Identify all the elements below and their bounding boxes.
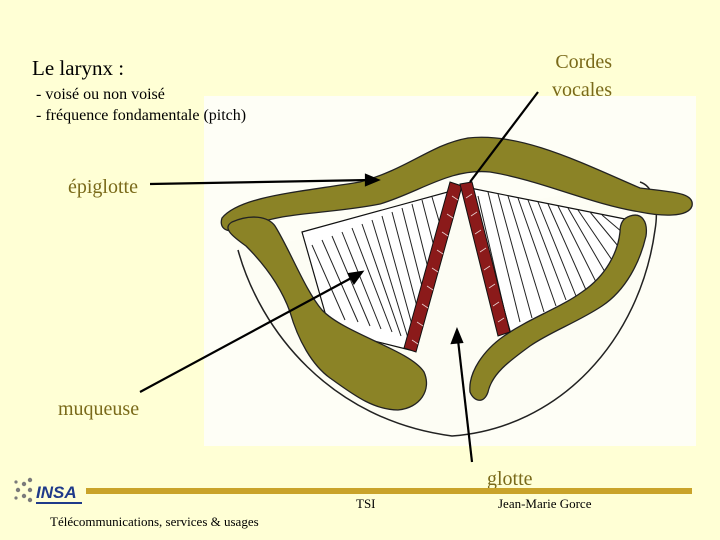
epiglottis-shape xyxy=(220,136,693,232)
cordes-label-line1: Cordes xyxy=(555,51,612,73)
left-arytenoid-shape xyxy=(227,216,428,411)
epiglotte-arrowhead xyxy=(364,173,381,187)
glotte-pointer xyxy=(456,339,474,463)
footer-rule xyxy=(86,488,692,494)
muqueuse-arrowhead xyxy=(347,270,365,286)
glotte-label: glotte xyxy=(487,468,533,490)
right-vocal-cord xyxy=(459,181,511,337)
right-arytenoid-shape xyxy=(469,214,648,401)
bullet-list: - voisé ou non voisé - fréquence fondame… xyxy=(36,84,246,126)
epiglotte-pointer xyxy=(149,178,371,186)
muqueuse-label: muqueuse xyxy=(58,398,140,420)
footer-author: Jean-Marie Gorce xyxy=(498,496,592,511)
footer-subtitle: Télécommunications, services & usages xyxy=(50,514,259,529)
slide-title: Le larynx : xyxy=(32,56,125,80)
epiglotte-label: épiglotte xyxy=(68,176,138,198)
insa-logo: INSA xyxy=(14,477,82,504)
glotte-arrowhead xyxy=(450,327,464,345)
left-vocal-cord xyxy=(403,181,463,353)
bullet-item: - voisé ou non voisé xyxy=(36,86,165,103)
muqueuse-pointer xyxy=(139,275,356,393)
footer-tsi: TSI xyxy=(356,496,376,511)
cordes-pointer xyxy=(469,91,539,183)
bullet-item: - fréquence fondamentale (pitch) xyxy=(36,107,247,124)
cordes-label-line2: vocales xyxy=(552,79,612,101)
cordes-vocales-label: Cordes vocales xyxy=(552,48,612,104)
logo-text: INSA xyxy=(36,483,77,502)
